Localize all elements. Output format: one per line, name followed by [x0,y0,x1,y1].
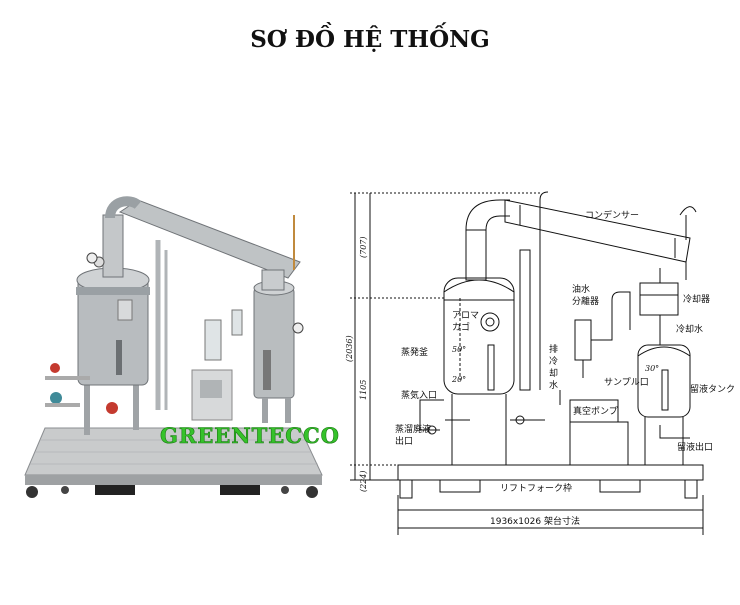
label-distillate-outlet: 留液出口 [677,441,713,453]
label-aroma-2: カゴ [452,321,470,333]
cooler-drawing [639,282,679,316]
technical-drawing [350,191,704,535]
label-coolant-drain-3: 水 [549,379,558,391]
level-20: 20° [451,375,466,384]
label-vacuum-pump: 真空ポンプ [573,405,618,417]
label-condenser: コンデンサー [585,209,639,221]
separator-drawing [574,319,592,361]
still-vessel-drawing [443,277,515,395]
level-30: 30° [645,364,659,373]
condenser-tube [118,199,301,279]
caster-wheel [306,486,318,498]
page-title: SƠ ĐỒ HỆ THỐNG [250,26,490,53]
distillate-tank-drawing [637,344,691,418]
caster-wheel [26,486,38,498]
label-residue-outlet-1: 蒸溜廃液 [395,423,431,435]
label-coolant-drain-1: 冷 [549,355,558,367]
dim-224: (224) [359,470,368,492]
label-residue-outlet-2: 出口 [395,435,413,447]
label-still: 蒸発釜 [401,346,428,358]
base-frame-drawing [397,464,704,481]
condenser-drawing [504,199,691,263]
dim-2036: (2036) [345,335,354,362]
label-sample: サンプル口 [604,377,649,388]
caster-wheel [61,486,69,494]
label-separator-2: 分離器 [572,295,599,307]
level-50: 50° [452,345,466,354]
vapor-column [102,214,124,278]
label-coolant-drain-top: 排 [549,343,558,355]
label-forklift-frame: リフトフォーク枠 [500,482,572,494]
separator-glass [204,319,222,361]
label-steam-inlet: 蒸気入口 [401,389,437,401]
dim-707: (707) [359,236,368,258]
label-coolant-drain-2: 却 [549,368,558,379]
label-distillate-tank: 留液タンク [690,383,735,395]
receiver-tank [253,287,295,399]
label-separator-1: 油水 [572,283,590,295]
label-frame-size: 1936x1026 架台寸法 [490,515,580,527]
label-aroma-1: アロマ [452,311,479,321]
distillation-unit-photo [24,196,323,498]
label-coolant: 冷却水 [676,323,703,335]
dim-1105: 1105 [359,380,368,400]
drawing-labels: コンデンサー 油水 分離器 冷却器 アロマ カゴ 排 冷 却 水 冷却水 蒸発釜… [345,209,735,527]
caster-wheel [281,486,289,494]
watermark: GREENTECCO [160,423,340,448]
label-cooler: 冷却器 [683,293,710,305]
